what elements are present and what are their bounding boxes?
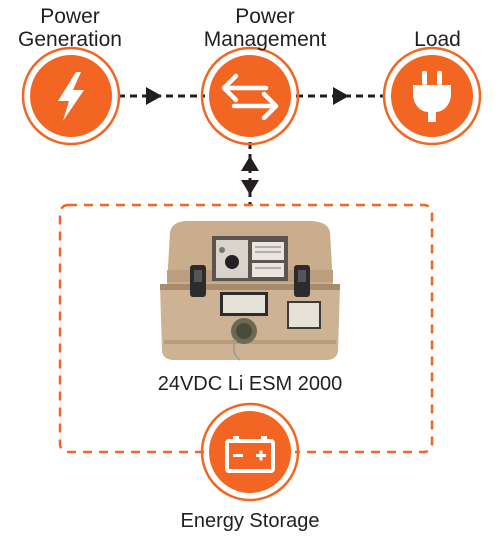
arrowhead-to-load bbox=[333, 87, 349, 105]
energy-storage-node bbox=[200, 402, 300, 502]
power-management-label-line2: Management bbox=[203, 28, 327, 51]
power-management-label-line1: Power bbox=[235, 5, 295, 28]
arrowhead-up bbox=[241, 156, 259, 171]
energy-storage-label: Energy Storage bbox=[180, 510, 320, 532]
power-plug-icon bbox=[413, 71, 451, 122]
arrowhead-down bbox=[241, 180, 259, 195]
device-label: 24VDC Li ESM 2000 bbox=[157, 373, 343, 395]
power-management-node bbox=[200, 46, 300, 146]
arrowhead-to-management bbox=[146, 87, 162, 105]
power-generation-node bbox=[21, 46, 121, 146]
lightning-bolt-icon bbox=[58, 72, 84, 121]
power-generation-label-line1: Power bbox=[40, 5, 100, 28]
load-node bbox=[382, 46, 482, 146]
load-label: Load bbox=[414, 28, 461, 51]
power-generation-label: Power Generation bbox=[0, 5, 140, 51]
bidirectional-arrows-icon bbox=[221, 73, 279, 121]
power-generation-label-line2: Generation bbox=[18, 28, 122, 51]
battery-icon bbox=[225, 436, 275, 473]
power-management-label: Power Management bbox=[190, 5, 340, 51]
esm-case-image bbox=[160, 221, 340, 361]
